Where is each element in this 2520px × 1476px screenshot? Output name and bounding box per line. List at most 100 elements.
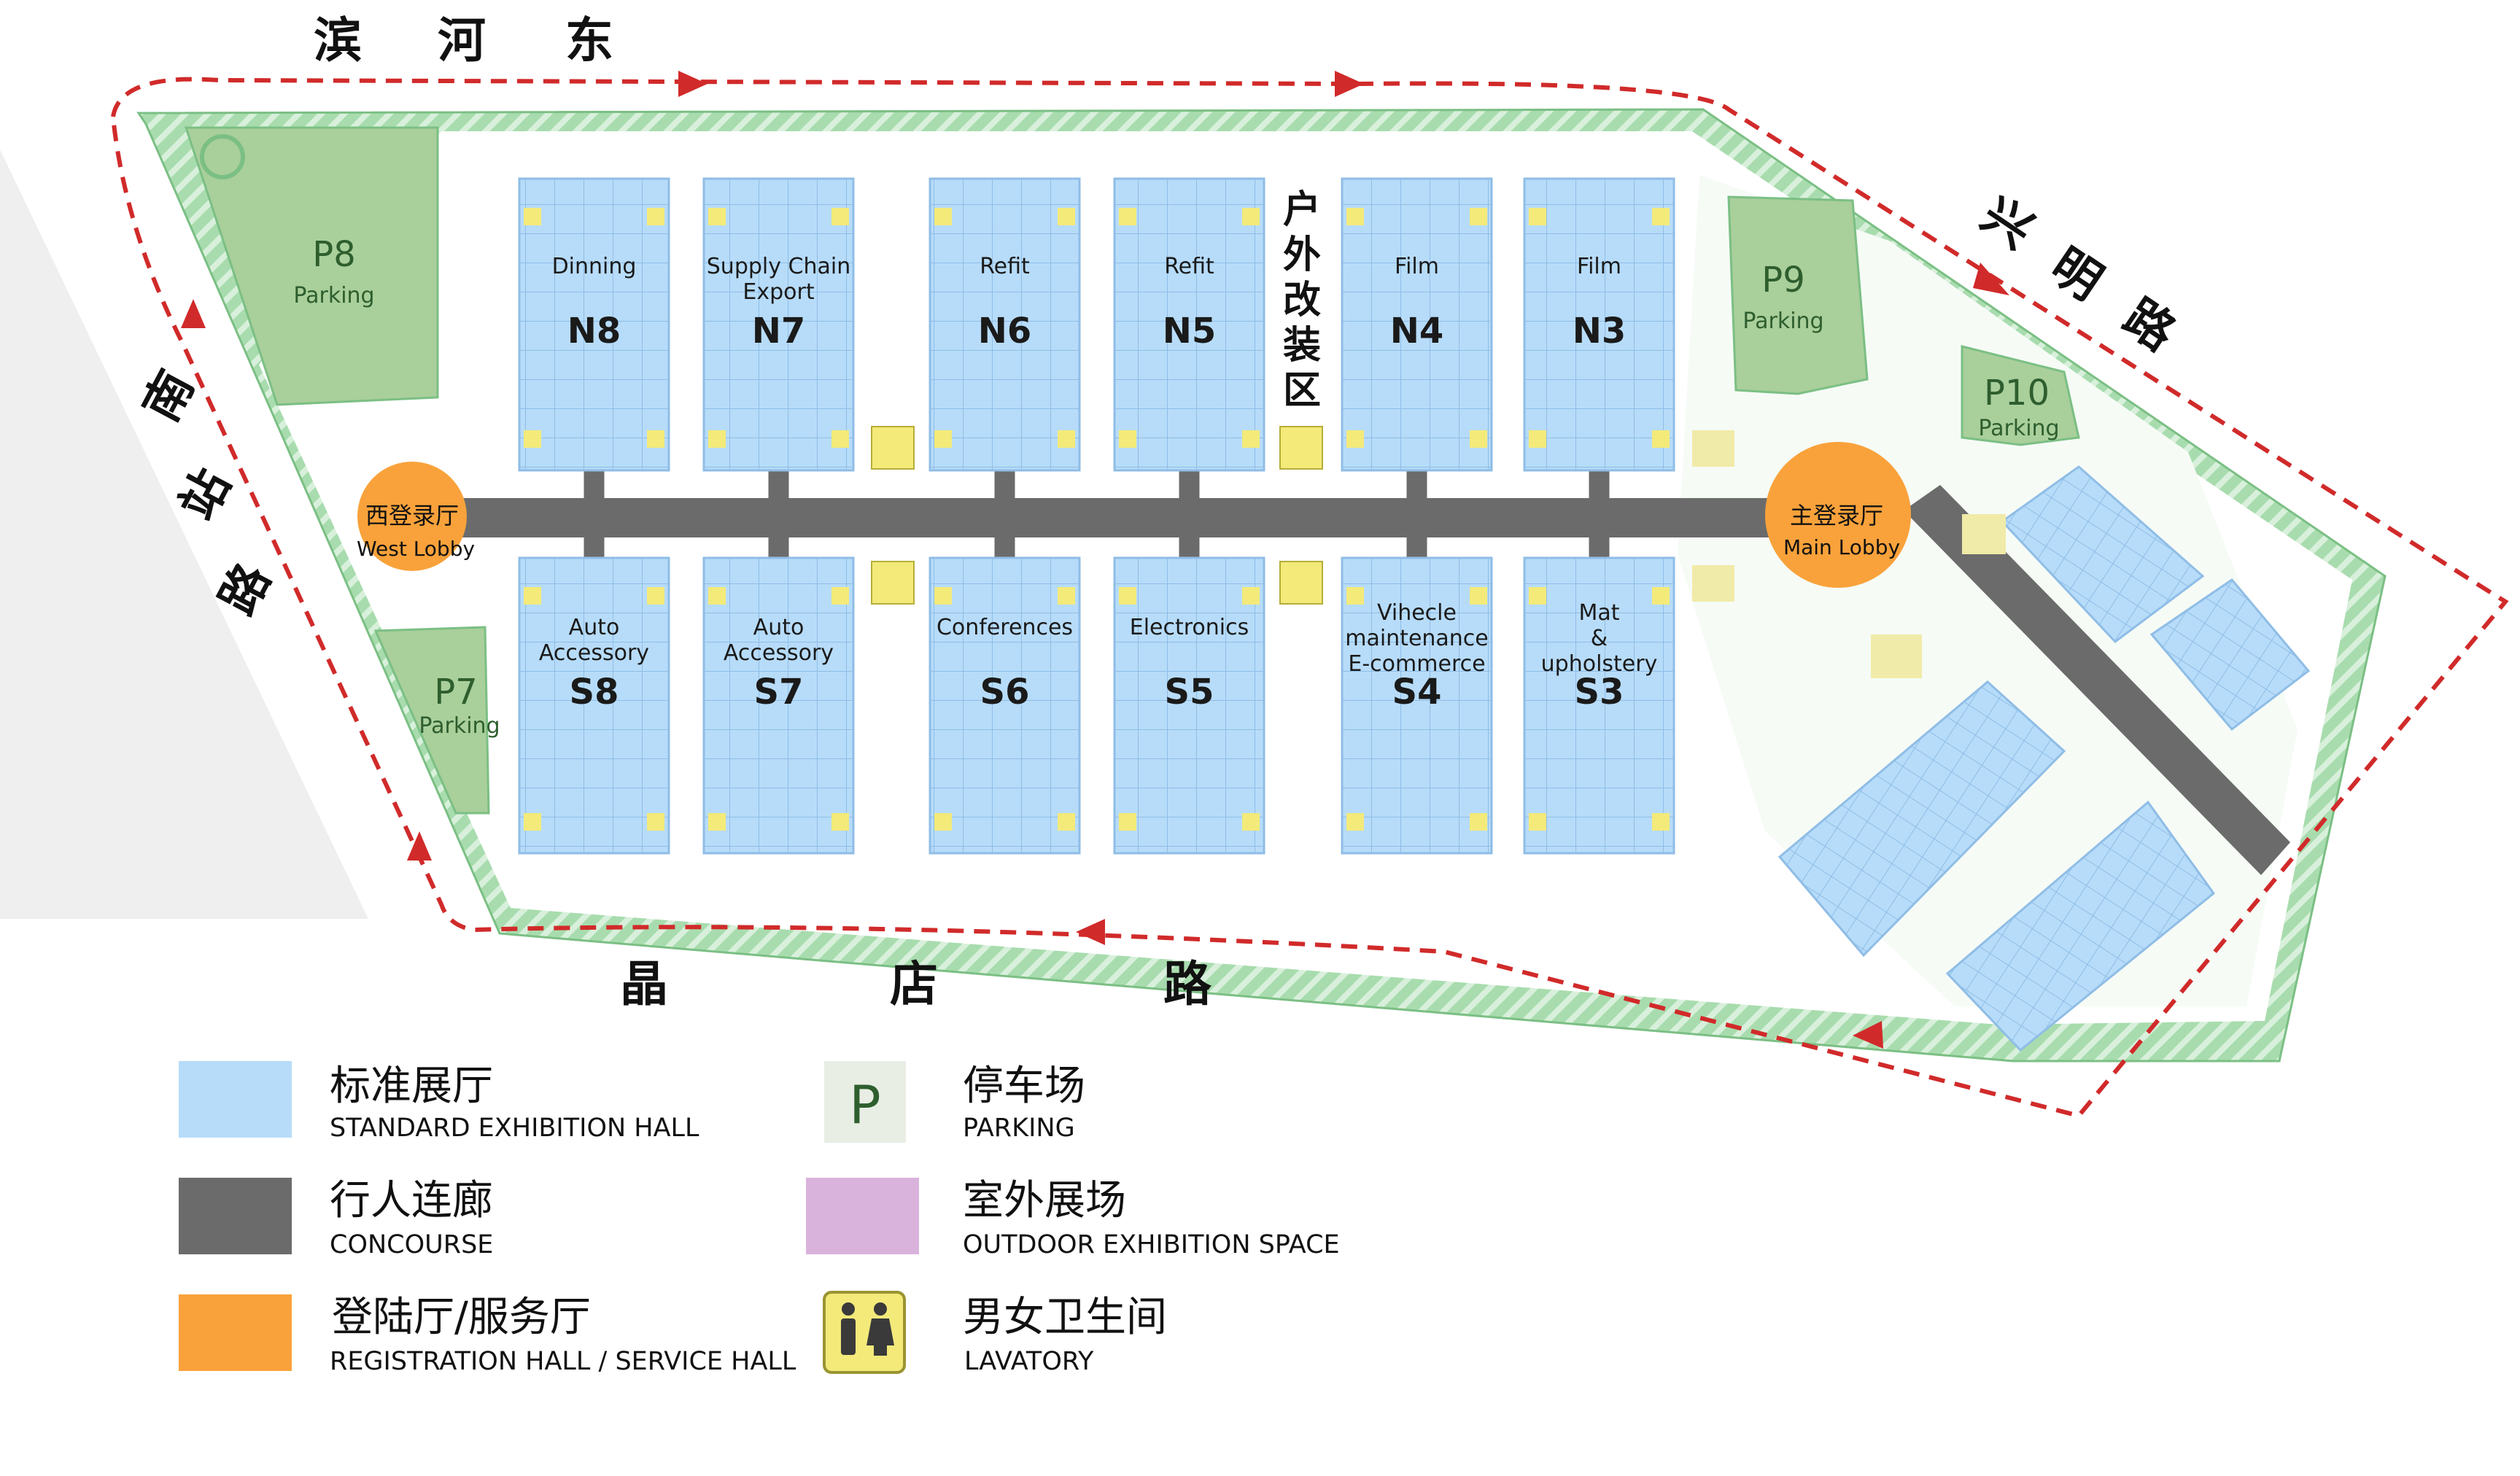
road-south-1: 晶 [620,956,668,1012]
hall-code-label: S4 [1392,672,1442,712]
lavatory-marker [1470,587,1487,605]
hall-theme-label: Mat [1578,600,1619,626]
legend-lobby-cn: 登陆厅/服务厅 [332,1294,591,1341]
lavatory-marker [1652,208,1670,225]
lavatory-marker [1652,587,1670,605]
outdoor-area-char: 改 [1283,279,1321,322]
parking-p9-code: P9 [1761,260,1804,300]
road-east-1: 兴 [1972,187,2043,260]
legend-concourse-cn: 行人连廊 [330,1177,493,1224]
hall-s5 [1113,556,1265,855]
lavatory-marker [708,587,726,605]
lavatory-marker [524,587,541,605]
hall-east-3 [1777,680,2066,958]
hall-connector [584,470,605,558]
lavatory-marker [934,430,952,448]
hall-n4 [1341,177,1493,472]
hall-connector [994,470,1015,558]
parking-p9 [1727,195,1869,395]
hall-theme-label: Film [1577,254,1621,279]
main-lobby-en: Main Lobby [1783,535,1900,559]
road-south-3: 路 [1163,956,1212,1012]
hall-theme-label: maintenance [1345,626,1489,651]
parking-p10-code: P10 [1984,373,2050,413]
legend-parking-en: PARKING [963,1114,1075,1143]
road-south-2: 店 [890,956,938,1012]
main-lobby [1765,442,1911,588]
arrow-north-icon [407,831,432,861]
west-lobby-en: West Lobby [357,537,475,561]
hall-theme-label: E-commerce [1348,651,1485,677]
hall-n7 [702,177,855,472]
legend-lobby-en: REGISTRATION HALL / SERVICE HALL [330,1347,796,1376]
outdoor-area-char: 户 [1283,188,1321,232]
hall-code-label: N4 [1390,311,1444,351]
lavatory-marker [831,587,849,605]
lavatory-marker [1242,813,1260,831]
hall-code-label: N3 [1573,311,1627,351]
hall-n6 [928,177,1081,472]
legend-swatch-hall [179,1061,292,1138]
lavatory-marker [524,813,541,831]
hall-n8 [518,177,670,472]
lavatory-marker [1242,430,1260,448]
legend-parking-cn: 停车场 [963,1063,1085,1110]
lavatory-marker [1242,208,1260,225]
lavatory-marker [1470,430,1487,448]
lavatory-marker [831,430,849,448]
lavatory-marker [1119,813,1136,831]
arrow-north-icon [181,299,206,328]
hall-code-label: N7 [752,311,806,351]
road-north-2: 河 [438,12,486,69]
parking-p7 [373,626,490,815]
hall-theme-label: Refit [1164,254,1214,279]
hall-theme-label: Dinning [552,254,637,279]
hall-s3 [1523,556,1675,855]
road-east-3: 路 [2114,289,2186,362]
legend-concourse-en: CONCOURSE [330,1230,493,1259]
lavatory-marker [1529,208,1546,225]
legend-swatch-parking [824,1061,906,1143]
road-north-1: 滨 [314,12,362,69]
lavatory-marker [1529,430,1546,448]
concourse-main [438,498,1809,537]
hall-n5 [1113,177,1265,472]
hall-code-label: S8 [570,672,619,712]
hall-theme-label: & [1591,626,1608,651]
parking-p8-code: P8 [312,234,355,275]
hall-code-label: S3 [1575,672,1624,712]
hall-connector [1179,470,1200,558]
arrow-east-icon [1335,71,1364,97]
parking-p10-label: Parking [1978,416,2059,441]
lavatory-marker [1346,208,1364,225]
legend-swatch-concourse [179,1178,292,1254]
halls-south: AutoAccessoryS8AutoAccessoryS7Conference… [518,556,1675,855]
main-lobby-cn: 主登录厅 [1790,502,1883,529]
hall-theme-label: upholstery [1541,651,1658,677]
legend-outdoor-cn: 室外展场 [963,1177,1126,1224]
lavatory-marker [708,430,726,448]
lavatory-block [1279,426,1323,470]
legend-hall-en: STANDARD EXHIBITION HALL [330,1114,699,1143]
road-north-3: 东 [565,12,613,69]
hall-s7 [702,556,855,855]
legend: 标准展厅 STANDARD EXHIBITION HALL P 停车场 PARK… [179,1061,1340,1376]
hall-east-4 [1945,800,2216,1052]
hall-code-label: S5 [1165,672,1214,712]
lavatory-icon [823,1291,906,1374]
parking-p8 [184,126,439,406]
lavatory-marker [708,813,726,831]
legend-swatch-lobby [179,1294,292,1371]
hall-connector [1589,470,1610,558]
lavatory-marker [934,208,952,225]
hall-s8 [518,556,670,855]
lavatory-block [871,426,915,470]
arrow-southeast-icon [1973,263,2009,295]
hall-theme-label: Auto [753,615,805,640]
service-kiosk [1962,514,2006,554]
lavatory-marker [708,208,726,225]
hall-connector [1406,470,1427,558]
lavatory-marker [647,208,664,225]
hall-theme-label: Accessory [724,640,834,666]
